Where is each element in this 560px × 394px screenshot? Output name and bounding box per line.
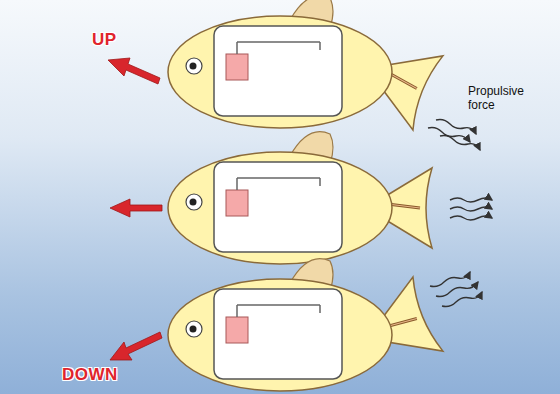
direction-label: UP [92, 30, 117, 50]
direction-label: DOWN [62, 365, 118, 385]
force-label: Propulsive force [468, 84, 530, 112]
